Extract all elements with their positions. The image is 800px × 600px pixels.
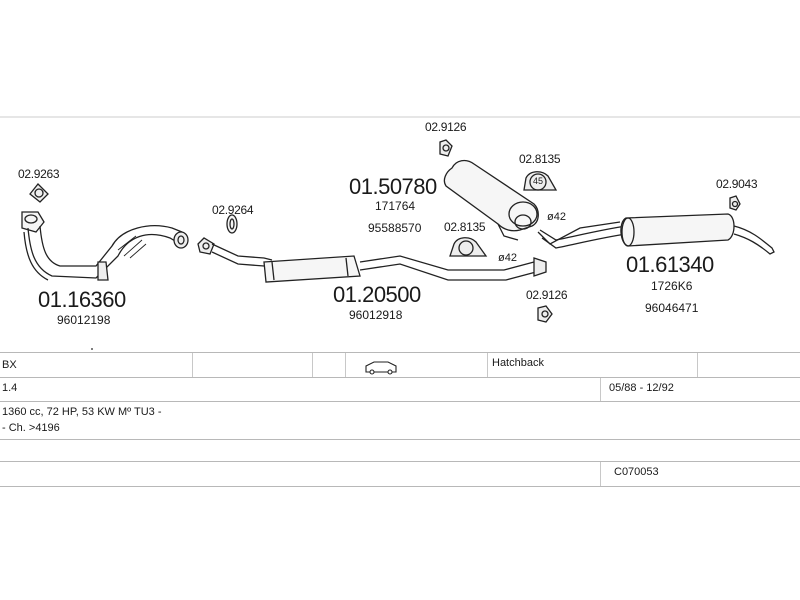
spec-cell: 1360 cc, 72 HP, 53 KW Mº TU3 - [2, 406, 162, 418]
table-line-4 [0, 439, 800, 440]
center-box-ref2: 95588570 [368, 221, 422, 235]
clamp-9126-top-drawing [439, 139, 453, 157]
body-type-cell: Hatchback [492, 357, 544, 369]
center-box-code: 01.50780 [349, 174, 437, 199]
rear-box-ref2: 96046471 [645, 301, 699, 315]
clamp-9263-drawing [29, 183, 49, 203]
car-icon [365, 361, 397, 375]
clamp-8135-bottom-label: 02.8135 [444, 220, 486, 234]
chassis-cell: - Ch. >4196 [2, 422, 60, 434]
middle-pipe-code: 01.20500 [333, 282, 421, 307]
center-box-ref1: 171764 [375, 199, 416, 213]
table-divider-1 [192, 353, 193, 377]
set-code-cell: C070053 [614, 466, 659, 478]
diameter-label-upper: ø42 [547, 211, 566, 223]
table-line-1 [0, 352, 800, 353]
clamp-8135-bottom-drawing [449, 237, 488, 257]
table-divider-7 [600, 462, 601, 486]
clamp-9126-top-label: 02.9126 [425, 120, 467, 134]
engine-cell: 1.4 [2, 382, 18, 394]
front-pipe-code: 01.16360 [38, 287, 126, 312]
speck-dot [91, 348, 93, 350]
rear-box-ref1: 1726K6 [651, 279, 693, 293]
table-line-6 [0, 486, 800, 487]
table-divider-3 [345, 353, 346, 377]
middle-pipe-drawing [197, 237, 547, 283]
front-pipe-drawing [21, 211, 189, 281]
front-pipe-oe: 96012198 [57, 313, 111, 327]
table-divider-6 [600, 378, 601, 401]
table-line-5 [0, 461, 800, 462]
clamp-8135-top-label: 02.8135 [519, 152, 561, 166]
table-divider-5 [697, 353, 698, 377]
middle-pipe-oe: 96012918 [349, 308, 403, 322]
table-line-3 [0, 401, 800, 402]
rear-box-code: 01.61340 [626, 252, 714, 277]
clamp-8135-top-drawing [523, 171, 558, 191]
model-cell: BX [2, 359, 17, 371]
clamp-9126-bottom-label: 02.9126 [526, 288, 568, 302]
clamp-9043-drawing [729, 195, 741, 211]
center-box-drawing [443, 159, 621, 245]
clamp-9126-bottom-drawing [537, 305, 553, 323]
clamp-9263-label: 02.9263 [18, 167, 60, 181]
years-cell: 05/88 - 12/92 [609, 382, 674, 394]
gasket-9264-drawing [226, 214, 238, 234]
table-line-2 [0, 377, 800, 378]
clamp-9043-label: 02.9043 [716, 177, 758, 191]
gasket-9264-label: 02.9264 [212, 203, 254, 217]
seal-size-label: 45 [533, 176, 544, 186]
table-divider-4 [487, 353, 488, 377]
rear-box-drawing [539, 213, 775, 255]
table-divider-2 [312, 353, 313, 377]
diameter-label-lower: ø42 [498, 252, 517, 264]
